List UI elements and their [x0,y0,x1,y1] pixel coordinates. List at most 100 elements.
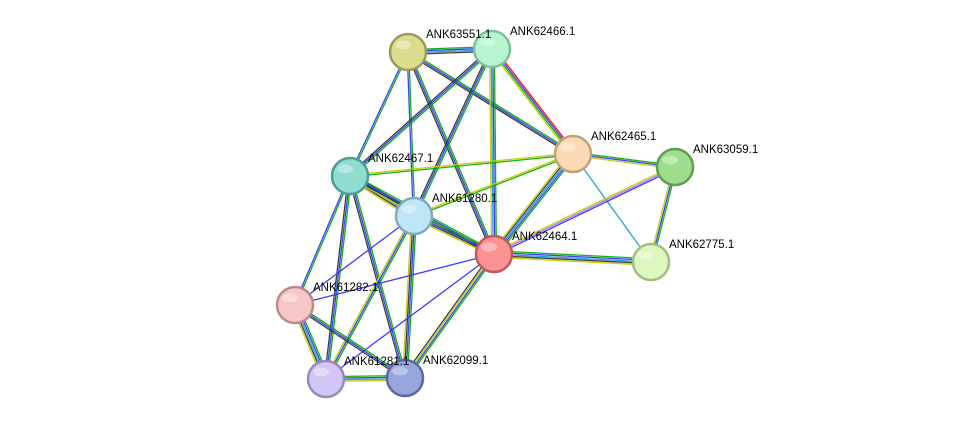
node-highlight [662,155,678,165]
node-ank62466-1[interactable] [472,29,512,69]
node-highlight [282,293,298,303]
node-circle[interactable] [385,358,425,398]
edge-evidence-line [490,49,573,155]
edge-evidence-line [325,175,351,380]
edge-ank62464-1-ank62099-1 [402,252,497,380]
edge-evidence-line [414,49,495,217]
node-label: ANK62464.1 [512,231,577,243]
edge-evidence-line [403,215,414,378]
edge-evidence-line [411,48,492,216]
edge-evidence-line [496,155,577,257]
edge-ank62467-1-ank61281-1 [323,175,353,380]
node-label: ANK63059.1 [693,144,758,156]
edge-ank62466-1-ank62465-1 [489,47,576,156]
edge-ank62466-1-ank62464-1 [488,48,498,255]
node-label: ANK61281.1 [344,356,409,368]
node-circle[interactable] [655,147,695,187]
node-label: ANK62099.1 [423,355,488,367]
node-highlight [313,367,329,377]
node-ank62467-1[interactable] [330,156,370,196]
edge-evidence-line [293,305,405,380]
edge-evidence-line [324,214,414,379]
edge-evidence-line [406,216,418,379]
edge-evidence-line [403,253,494,378]
node-circle[interactable] [275,285,315,325]
node-label: ANK62465.1 [591,131,656,143]
edge-evidence-line [488,49,493,255]
node-ank61281-1[interactable] [306,359,346,399]
node-circle[interactable] [474,234,514,274]
node-label: ANK63551.1 [426,29,491,41]
edge-evidence-line [493,47,576,153]
edge-evidence-line [408,51,497,254]
edge-ank62464-1-ank62775-1 [493,250,652,266]
edge-evidence-line [492,152,573,254]
node-ank61280-1[interactable] [394,196,434,236]
node-highlight [392,366,408,376]
node-circle[interactable] [394,196,434,236]
edge-ank61282-1-ank62099-1 [293,303,407,380]
edge-ank62464-1-ank61281-1 [325,253,495,380]
edge-evidence-line [572,153,652,263]
node-highlight [337,164,353,174]
node-ank63551-1[interactable] [388,32,428,72]
edge-evidence-line [405,52,494,255]
edge-ank62465-1-ank61280-1 [413,152,574,218]
edge-evidence-line [493,256,651,266]
node-ank62775-1[interactable] [631,242,671,282]
node-highlight [638,250,654,260]
edge-evidence-line [293,175,350,305]
edge-ank63551-1-ank62464-1 [405,51,497,255]
edge-ank62465-1-ank62467-1 [349,152,574,178]
node-ank62099-1[interactable] [385,358,425,398]
node-circle[interactable] [631,242,671,282]
node-ank63059-1[interactable] [655,147,695,187]
node-label: ANK62467.1 [368,153,433,165]
edge-evidence-line [323,175,350,379]
edge-ank61280-1-ank62099-1 [401,215,418,379]
edge-ank62466-1-ank62467-1 [348,47,494,178]
edge-evidence-line [350,154,574,178]
node-circle[interactable] [388,32,428,72]
edge-evidence-line [349,48,493,177]
node-label: ANK61282.1 [313,282,378,294]
node-ank62465-1[interactable] [553,134,593,174]
edge-evidence-line [349,175,406,379]
edge-evidence-line [295,176,352,306]
node-label: ANK61280.1 [432,193,497,205]
node-ank61282-1[interactable] [275,285,315,325]
node-ank62464-1[interactable] [474,234,514,274]
edge-evidence-line [490,151,571,253]
edge-ank63059-1-ank62464-1 [493,164,676,257]
edge-evidence-line [295,303,407,378]
edge-evidence-line [326,176,353,380]
edge-evidence-line [493,254,651,265]
edge-evidence-line [494,250,652,260]
edge-evidence-line [493,153,574,255]
edge-evidence-line [494,167,676,257]
edge-evidence-line [413,152,573,216]
node-highlight [560,142,576,152]
edge-evidence-line [325,253,495,380]
edge-evidence-line [489,50,572,156]
node-circle[interactable] [306,359,346,399]
edge-ank62465-1-ank62464-1 [490,151,577,257]
edge-evidence-line [493,253,652,263]
node-highlight [479,37,495,47]
edge-evidence-line [413,48,493,217]
edge-ank63551-1-ank61280-1 [406,51,416,217]
edge-evidence-line [490,49,494,255]
node-circle[interactable] [472,29,512,69]
edge-evidence-line [294,253,495,306]
edge-evidence-line [325,215,415,380]
node-circle[interactable] [330,156,370,196]
edge-evidence-line [414,154,574,218]
edge-evidence-line [349,152,573,176]
edge-evidence-line [493,166,676,255]
edge-evidence-line [348,47,492,176]
edge-evidence-line [492,48,575,154]
edge-ank63551-1-ank62467-1 [348,51,410,177]
edge-evidence-line [348,51,408,176]
node-circle[interactable] [553,134,593,174]
